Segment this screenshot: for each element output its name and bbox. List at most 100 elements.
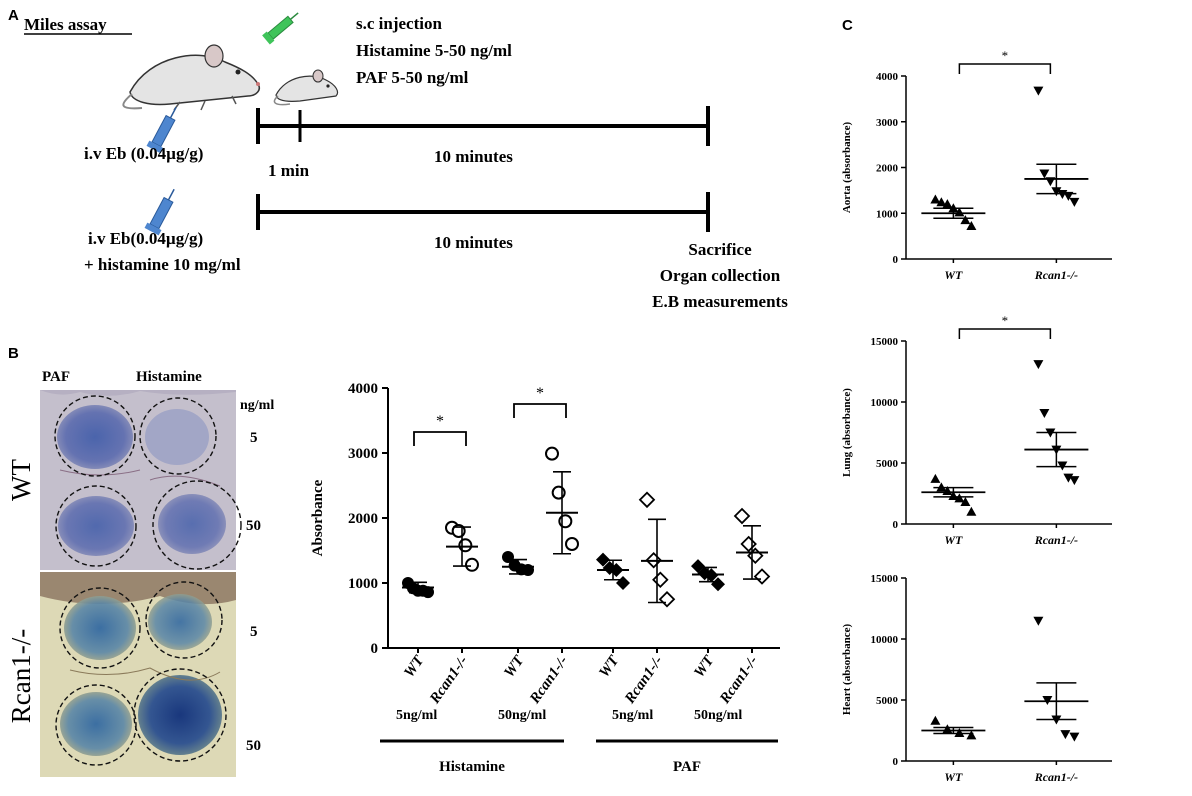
c-y-tick-label: 1000 [876,208,899,220]
c-data-point [930,473,941,483]
b-data-point [753,568,771,585]
b-significance-bracket [513,403,567,418]
b-data-point [747,547,764,564]
c-x-tick-label: Rcan1-/- [1034,770,1078,784]
b-data-point [458,538,473,553]
photo-col-histamine: Histamine [136,369,202,385]
c-data-point [1069,476,1080,486]
b-data-point [558,514,573,529]
miles-assay-title: Miles assay [24,15,107,34]
wt-skin-photo [40,390,242,570]
b-data-point [545,446,559,461]
group-label-50-histamine: 50ng/ml [498,708,546,723]
c-y-tick-label: 2000 [876,163,899,175]
c-data-point [942,724,953,734]
b-y-tick-label: 3000 [348,446,378,462]
c-y-tick-label: 10000 [871,397,899,409]
panel-c-letter: C [842,17,853,34]
eb-measurements-label: E.B measurements [652,292,788,311]
panel-b-letter: B [8,345,19,362]
group-label-5-paf: 5ng/ml [612,708,653,723]
c-data-point [1069,732,1080,742]
c-y-tick-label: 15000 [871,336,899,348]
c-data-point [930,715,941,725]
c-x-tick-label: Rcan1-/- [1034,268,1078,282]
c-significance-bracket [958,63,1052,74]
b-significance-star: * [436,413,444,430]
panel-b: B PAF Histamine ng/ml [6,345,780,777]
iv-eb-label-1: i.v Eb (0.04µg/g) [84,144,203,163]
b-y-axis-label: Absorbance [310,479,326,556]
photo-row-wt: WT [6,459,36,501]
b-x-tick-label: WT [501,652,527,680]
b-data-point [422,586,434,599]
c-data-point [960,497,971,507]
photo-row-rcan: Rcan1-/- [6,629,36,723]
rcan-skin-photo [40,572,236,777]
c-y-tick-label: 4000 [876,71,899,83]
b-x-tick-label: Rcan1-/- [527,653,572,707]
b-y-tick-label: 2000 [348,511,378,527]
one-min-label: 1 min [268,161,310,180]
c-data-point [1063,473,1074,483]
b-data-point [638,491,656,509]
syringe-icon-green [262,12,299,45]
b-x-tick-label: Rcan1-/- [622,653,667,707]
sacrifice-label: Sacrifice [688,240,752,259]
c-data-point [966,730,977,740]
c-x-tick-label: WT [944,770,963,784]
b-significance-bracket [413,431,467,446]
b-x-tick-label: WT [691,652,717,680]
syringe-icon-blue-2 [144,188,175,236]
c-y-tick-label: 15000 [871,573,899,585]
dose-5-wt: 5 [250,430,258,446]
b-data-point [616,576,630,590]
sc-injection-label: s.c injection [356,14,442,33]
b-data-point [565,537,579,551]
syringe-icon-blue-1 [146,106,177,154]
mouse-illustration-large [122,44,260,111]
c-data-point [1069,197,1080,207]
c-significance-bracket [958,328,1052,339]
photo-unit-label: ng/ml [240,398,274,413]
b-data-point [733,507,751,525]
c-x-tick-label: Rcan1-/- [1034,533,1078,547]
c-x-tick-label: WT [944,533,963,547]
c-data-point [942,199,953,209]
b-y-tick-label: 4000 [348,381,378,397]
c-data-point [1060,730,1071,740]
dose-5-rcan: 5 [250,624,258,640]
paf-dose-label: PAF 5-50 ng/ml [356,68,469,87]
c-y-axis-label: Aorta (absorbance) [841,121,853,213]
c-data-point [930,194,941,204]
c-data-point [936,197,947,207]
panel-a: A Miles assay [8,7,788,311]
group-label-5-histamine: 5ng/ml [396,708,437,723]
c-y-tick-label: 0 [893,519,899,531]
dose-50-wt: 50 [246,518,261,534]
group-label-50-paf: 50ng/ml [694,708,742,723]
plus-histamine-label: + histamine 10 mg/ml [84,255,241,274]
c-data-point [1039,169,1050,179]
c-data-point [1039,408,1050,418]
b-data-point [740,535,757,553]
b-data-point [652,571,669,589]
c-y-axis-label: Heart (absorbance) [841,623,853,715]
b-data-point [465,557,479,572]
c-data-point [1033,86,1044,96]
b-data-point [658,590,676,608]
histamine-dose-label: Histamine 5-50 ng/ml [356,41,512,60]
c-data-point [966,221,977,231]
c-x-tick-label: WT [944,268,963,282]
b-x-tick-label: WT [596,652,622,680]
b-y-tick-label: 0 [371,641,379,657]
c-data-point [1033,616,1044,626]
c-data-point [954,727,965,737]
timeline-2 [256,192,710,232]
